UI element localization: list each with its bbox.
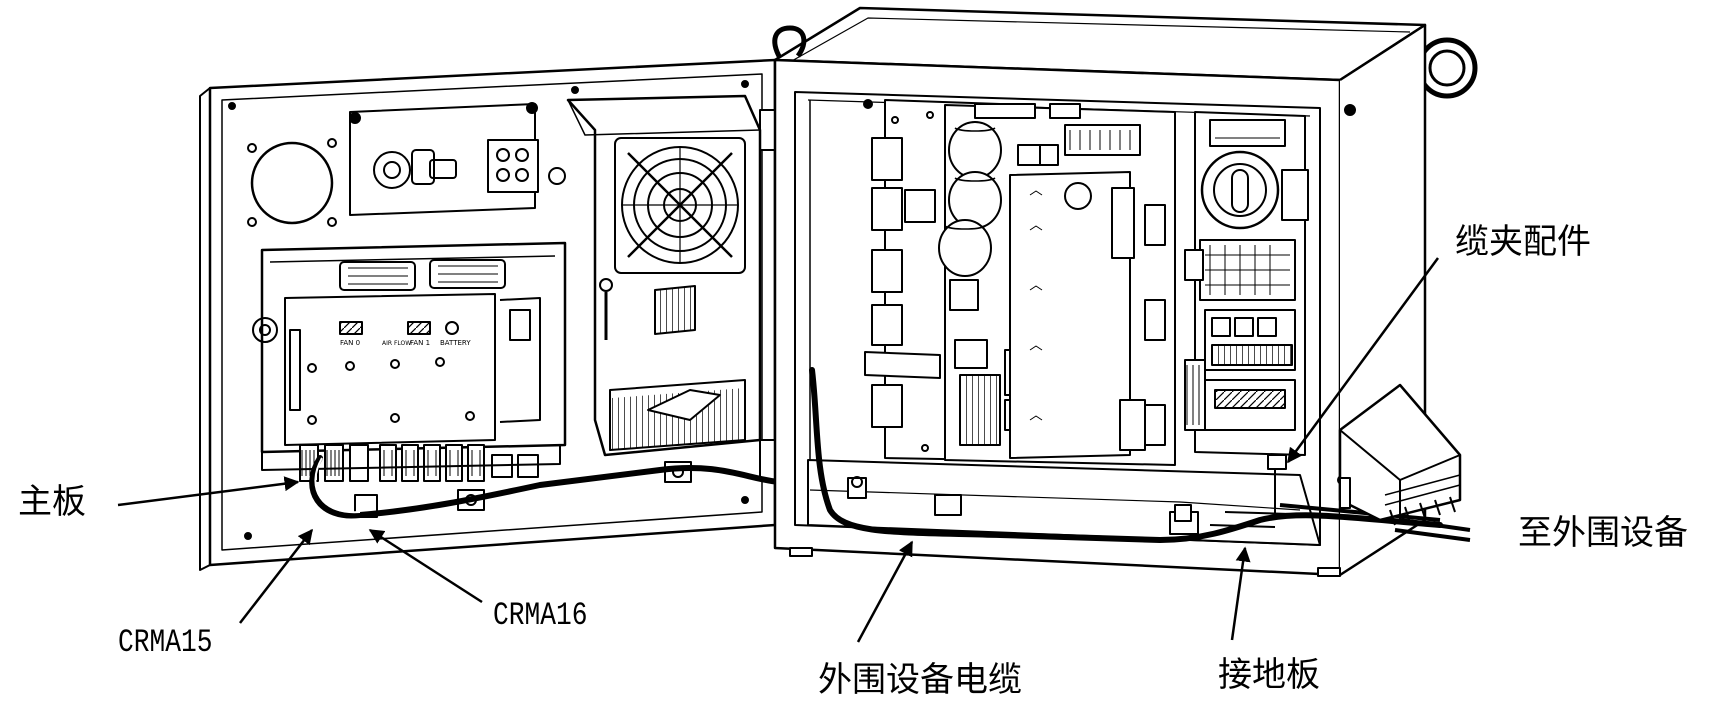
connector-row — [299, 444, 539, 482]
leader-crma15 — [239, 528, 313, 624]
callout-peripheral-cable: 外围设备电缆 — [818, 660, 1022, 700]
cabinet-body — [772, 6, 1478, 577]
svg-text:AIR FLOW: AIR FLOW — [382, 340, 411, 347]
breaker-panel — [1184, 111, 1309, 456]
leader-crma16 — [368, 528, 483, 604]
main-board-assembly: FAN 0 AIR FLOW FAN 1 BATTERY — [252, 241, 692, 518]
leader-lines — [117, 257, 1440, 643]
lifting-eye-left — [772, 25, 807, 60]
leader-ground-plate — [1230, 546, 1251, 641]
ground-plate — [807, 454, 1321, 546]
callout-crma16: CRMA16 — [493, 597, 588, 634]
servo-amplifier-board — [938, 103, 1176, 466]
leader-mainboard — [117, 476, 300, 507]
capacitor — [938, 121, 1002, 277]
leader-cable-clamp — [1286, 257, 1440, 464]
door-fan-unit — [566, 94, 762, 457]
leader-peripheral-cable — [856, 540, 914, 643]
peripheral-cable — [809, 367, 1443, 543]
cabinet-door: FAN 0 AIR FLOW FAN 1 BATTERY — [199, 58, 819, 571]
svg-text:FAN 1: FAN 1 — [410, 339, 430, 347]
svg-text:FAN 0: FAN 0 — [340, 339, 360, 347]
svg-text:BATTERY: BATTERY — [440, 339, 471, 347]
callout-to-peripheral: 至外围设备 — [1518, 513, 1688, 553]
callout-ground-plate: 接地板 — [1218, 655, 1320, 695]
callout-crma15: CRMA15 — [118, 624, 213, 661]
door-round-window — [250, 141, 334, 225]
callout-mainboard: 主板 — [18, 482, 86, 522]
callout-cable-clamp: 缆夹配件 — [1455, 222, 1591, 262]
cable-clamp-housing — [1338, 383, 1462, 526]
